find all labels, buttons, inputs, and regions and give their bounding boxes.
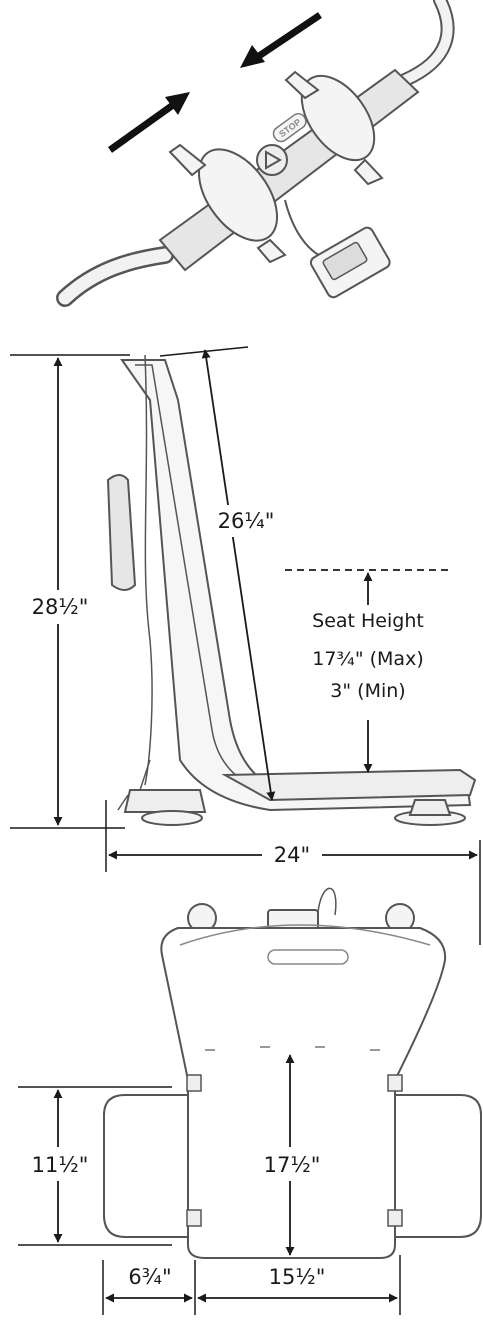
side-view-illustration bbox=[106, 354, 477, 826]
arrow-up-right-icon bbox=[107, 97, 183, 153]
side-flap-width-label: 6¾" bbox=[128, 1265, 171, 1289]
arrow-down-left-icon bbox=[248, 12, 322, 65]
direction-button-icon bbox=[256, 144, 288, 176]
seat-height-min: 3" (Min) bbox=[330, 680, 405, 702]
hand-control-illustration: STOP bbox=[56, 0, 455, 307]
front-foot bbox=[141, 810, 203, 826]
seat-height-title: Seat Height bbox=[312, 610, 424, 632]
top-view-dimensions: 11½" 17½" 6¾" 15½" bbox=[18, 1054, 401, 1315]
backrest-length-dimension-line bbox=[201, 349, 276, 801]
seat-width-label: 15½" bbox=[269, 1265, 326, 1289]
seat-height-max: 17¾" (Max) bbox=[312, 648, 423, 670]
side-view-dimensions: 28½" 26¼" Seat Height 17¾" (Max) 3" (Min… bbox=[10, 346, 481, 945]
overall-height-label: 28½" bbox=[32, 595, 89, 619]
backrest-length-label: 26¼" bbox=[218, 509, 275, 533]
overall-depth-label: 24" bbox=[274, 843, 310, 867]
side-flap-length-label: 11½" bbox=[32, 1153, 89, 1177]
top-view-illustration bbox=[103, 887, 482, 1259]
seat-length-label: 17½" bbox=[264, 1153, 321, 1177]
